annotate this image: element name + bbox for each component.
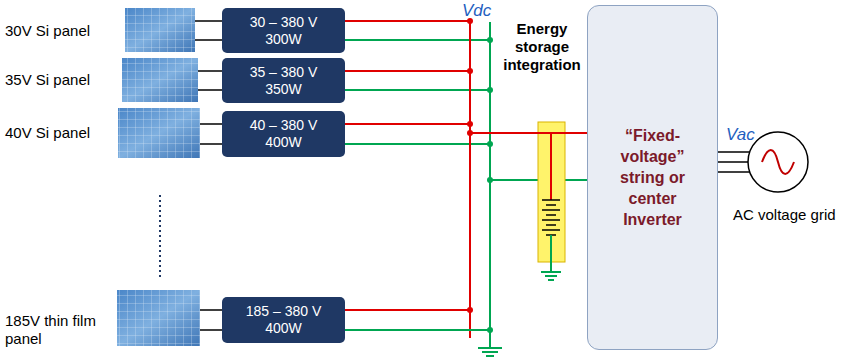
battery-storage xyxy=(538,122,565,280)
dc-wire xyxy=(345,124,587,133)
voltage-range: 30 – 380 V xyxy=(250,14,318,31)
ellipsis-dots xyxy=(159,195,161,278)
power-rating: 350W xyxy=(265,81,302,98)
text-label: Energy storage integration xyxy=(496,20,588,74)
power-rating: 400W xyxy=(265,134,302,151)
solar-panels xyxy=(117,8,200,346)
voltage-range: 35 – 380 V xyxy=(250,64,318,81)
converter-box: 40 – 380 V400W xyxy=(222,111,345,157)
voltage-range: 40 – 380 V xyxy=(250,117,318,134)
power-rating: 300W xyxy=(265,31,302,48)
converter-box: 35 – 380 V350W xyxy=(222,58,345,103)
text-label: 185V thin film panel xyxy=(5,312,113,348)
dc-wire xyxy=(345,21,587,133)
inverter-label: “Fixed-voltage” string or center Inverte… xyxy=(602,125,703,230)
power-rating: 400W xyxy=(265,320,302,337)
dc-wire xyxy=(345,71,587,133)
text-label: AC voltage grid xyxy=(733,206,858,224)
text-label: Vdc xyxy=(462,2,502,20)
converter-box: 185 – 380 V400W xyxy=(222,297,345,343)
text-label: Vac xyxy=(726,126,766,144)
text-label: 35V Si panel xyxy=(5,71,120,89)
converter-box: 30 – 380 V300W xyxy=(222,8,345,53)
inverter-box: “Fixed-voltage” string or center Inverte… xyxy=(587,5,718,350)
text-label: 30V Si panel xyxy=(5,22,120,40)
dc-wire xyxy=(345,133,587,310)
voltage-range: 185 – 380 V xyxy=(246,303,322,320)
dc-bus xyxy=(345,18,587,356)
panel-leads xyxy=(195,21,222,330)
text-label: 40V Si panel xyxy=(5,124,120,142)
